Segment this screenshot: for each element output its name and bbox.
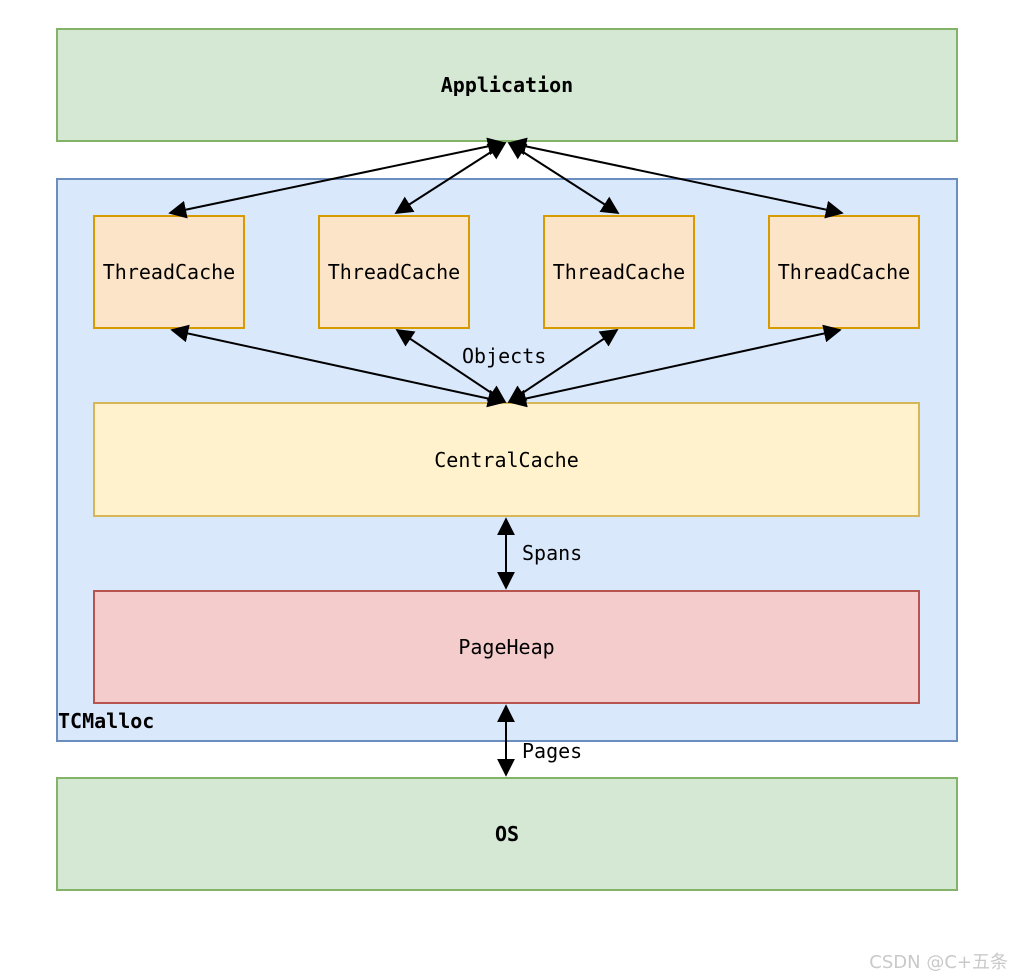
thread-cache-box: ThreadCache (768, 215, 920, 329)
arrow-tc2-central (395, 329, 507, 403)
objects-edge-label: Objects (462, 344, 547, 368)
arrow-tc1-central (170, 324, 506, 408)
central-cache-box: CentralCache (93, 402, 920, 517)
application-box: Application (56, 28, 958, 142)
thread-cache-box: ThreadCache (93, 215, 245, 329)
thread-cache-label: ThreadCache (777, 260, 911, 284)
spans-edge-label: Spans (522, 541, 583, 565)
arrow-app-tc4 (508, 137, 844, 219)
os-box: OS (56, 777, 958, 891)
arrow-tc4-central (508, 324, 842, 408)
page-heap-label: PageHeap (458, 635, 555, 659)
central-cache-label: CentralCache (434, 447, 579, 472)
thread-cache-label: ThreadCache (552, 260, 686, 284)
arrow-app-tc1 (168, 137, 506, 219)
thread-cache-label: ThreadCache (327, 260, 461, 284)
thread-cache-label: ThreadCache (102, 260, 236, 284)
os-label: OS (494, 822, 520, 846)
tcmalloc-label: TCMalloc (58, 709, 155, 733)
arrow-app-tc2 (394, 142, 507, 214)
thread-cache-box: ThreadCache (318, 215, 470, 329)
watermark: CSDN @C+五条 (869, 952, 1008, 973)
thread-cache-box: ThreadCache (543, 215, 695, 329)
application-label: Application (440, 73, 574, 97)
pages-edge-label: Pages (522, 739, 583, 763)
page-heap-box: PageHeap (93, 590, 920, 704)
